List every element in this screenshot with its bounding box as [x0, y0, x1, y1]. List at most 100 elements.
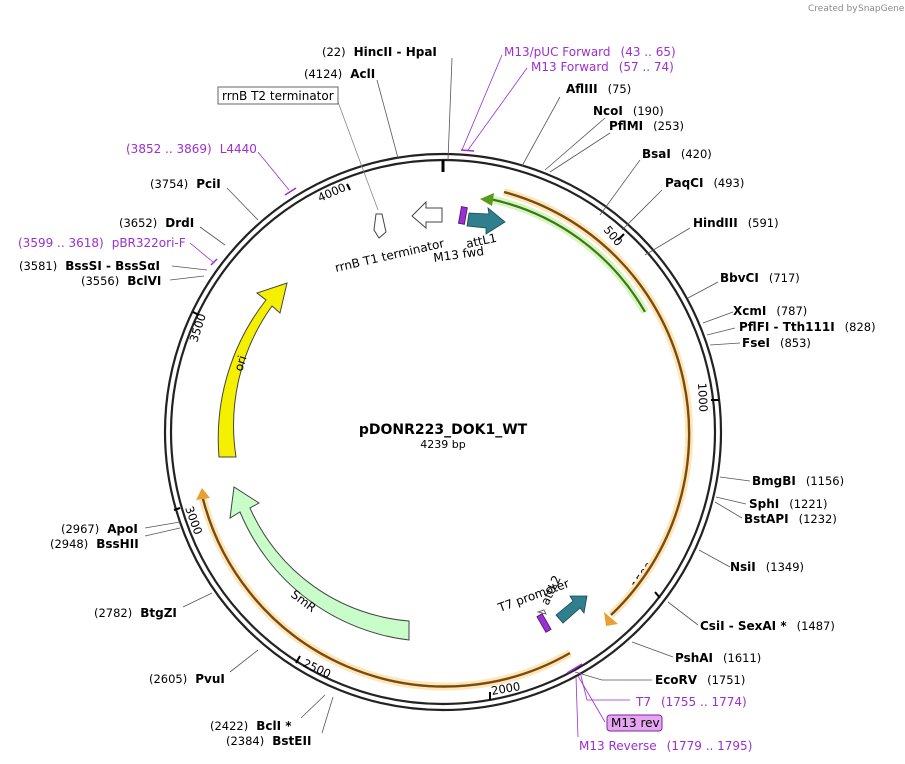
attl2-feature: [555, 595, 588, 624]
leader-bbvci: [687, 281, 719, 299]
smr-feature: [229, 486, 410, 641]
site-pshai: PshAI(1611): [675, 651, 761, 665]
leader-fsei: [709, 342, 741, 346]
leader-bsshii: [144, 527, 181, 537]
primer-leaders: [189, 54, 630, 738]
orf-arrowhead: [604, 612, 618, 626]
leader-csii: [667, 601, 699, 626]
site-sphi: SphI(1221): [749, 497, 828, 511]
site-paqci: PaqCI(493): [665, 176, 744, 190]
site-pflfi-tth111i: PflFI - Tth111I(828): [739, 320, 876, 334]
leader-hincii: [447, 57, 453, 161]
primer-m13-forward: M13 Forward(57 .. 74): [531, 60, 674, 74]
green-feature-arrowhead: [480, 193, 494, 206]
site-fsei: FseI(853): [742, 336, 811, 350]
leader-acli: [376, 79, 399, 159]
leader-pcii: [226, 187, 259, 221]
m13-fwd-feature: [458, 206, 468, 225]
site-acli: (4124)AclI: [304, 67, 375, 81]
site-bstapi: BstAPI(1232): [744, 512, 837, 526]
leader-apoi: [144, 521, 181, 529]
leader-pflfi: [706, 327, 736, 336]
leader-ecorv: [574, 671, 652, 681]
orf2-arrowhead: [196, 488, 210, 500]
leader-pvui: [229, 649, 259, 673]
site-bsshii: (2948)BssHII: [50, 537, 139, 551]
primer-t7: T7(1755 .. 1774): [635, 695, 747, 709]
rrnb-t2-feature: [373, 213, 387, 239]
site-bsssi: (3581)BssSI - BssSαI: [19, 259, 160, 273]
site-csii-sexai: CsiI - SexAI *(1487): [700, 619, 835, 633]
leader-xcmi: [702, 311, 734, 324]
site-pcii: (3754)PciI: [150, 177, 221, 191]
primer-l4440: (3852 .. 3869)L4440: [126, 142, 257, 156]
site-ncoi: NcoI(190): [593, 104, 664, 118]
m13-fwd-primer-mark: [460, 149, 475, 152]
backbone-outer-ring: [163, 152, 723, 712]
rrnb-t2-label: rrnB T2 terminator: [222, 89, 334, 103]
leader-pbr322: [189, 242, 214, 263]
tick-mark-1500: [654, 591, 661, 599]
leader-paqci: [621, 189, 663, 231]
site-bbvci: BbvCI(717): [720, 271, 800, 285]
leader-aflIII: [521, 96, 561, 167]
l4440-primer-mark: [284, 187, 297, 196]
site-bmgbi: BmgBI(1156): [752, 474, 844, 488]
leader-sphi: [715, 496, 747, 505]
leader-bmgbi: [719, 476, 751, 482]
rrnb-t1-feature: [411, 200, 443, 230]
leader-m13-forward: [467, 67, 528, 151]
tick-label-1000: 1000: [695, 382, 711, 412]
tick-mark-500: [617, 233, 625, 241]
rrnb-t1-label: rrnB T1 terminator: [334, 236, 446, 275]
tick-mark-4000: [346, 183, 351, 191]
site-aflIII: AflIII(75): [566, 82, 631, 96]
leader-bsssi: [171, 265, 208, 271]
pbr322-primer-mark: [210, 258, 218, 266]
ori-label: ori: [232, 354, 250, 373]
leader-pshai: [631, 641, 674, 658]
tick-label-4000: 4000: [316, 180, 348, 205]
primer-m13-rev: M13 rev: [611, 716, 660, 730]
credit-snapgene: SnapGene: [858, 4, 905, 14]
site-xcmi: XcmI(787): [733, 304, 807, 318]
leader-m13-puc: [461, 54, 503, 151]
t7-primer-mark: [566, 663, 583, 674]
site-btgzi: (2782)BtgZI: [94, 606, 177, 620]
orf2-arc: [200, 494, 571, 688]
site-hindiii: HindIII(591): [693, 216, 779, 230]
primer-pbr322ori-f: (3599 .. 3618)pBR322ori-F: [18, 236, 186, 250]
plasmid-size: 4239 bp: [420, 438, 465, 451]
leader-drdi: [199, 226, 226, 246]
leader-hindiii: [644, 227, 691, 256]
primer-m13-puc-forward: M13/pUC Forward(43 .. 65): [504, 45, 676, 59]
leader-m13-reverse: [575, 676, 579, 738]
plasmid-name: pDONR223_DOK1_WT: [359, 422, 528, 438]
green-feature-arc: [489, 197, 646, 313]
leader-nsii: [698, 549, 731, 568]
attl1-label: attL1: [465, 231, 498, 251]
leader-pflmi: [549, 132, 611, 173]
site-bsai: BsaI(420): [642, 147, 712, 161]
rrnb-t2-leader: [337, 101, 379, 211]
leader-bstapi: [714, 501, 743, 519]
leader-l4440: [257, 151, 290, 191]
attl1-feature: [466, 207, 506, 235]
leader-ncoi: [544, 117, 606, 171]
site-bcli: (2422)BclI *: [210, 719, 292, 733]
t7-promoter-feature: [536, 613, 552, 633]
primer-m13-rev-box: [606, 714, 663, 732]
orf-arc: [503, 190, 691, 616]
tick-mark-3000: [173, 507, 181, 511]
tick-mark-2500: [295, 655, 301, 664]
leader-bclvi: [169, 275, 205, 281]
leader-bcli: [300, 694, 326, 719]
leader-m13-rev: [577, 675, 606, 723]
site-ecorv: EcoRV(1751): [655, 673, 745, 687]
tick-mark-3500: [192, 311, 200, 316]
site-leaders: [144, 57, 751, 734]
site-hincii-hpai: (22)HincII - HpaI: [322, 45, 437, 59]
site-bsteii: (2384)BstEII: [226, 734, 311, 748]
site-pvui: (2605)PvuI: [149, 672, 225, 686]
